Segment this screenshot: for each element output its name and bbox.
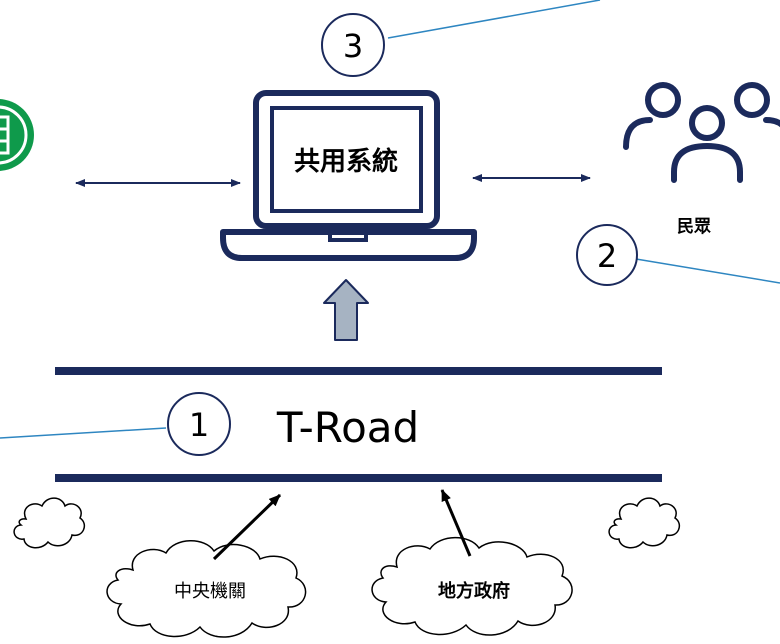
central-to-road-arrow (212, 493, 282, 561)
central-agency-label: 中央機關 (174, 581, 246, 602)
cloud-icon (13, 497, 86, 549)
marker-2: 2 (576, 224, 638, 286)
road-label: T-Road (276, 403, 419, 452)
local-government-label: 地方政府 (438, 580, 510, 602)
leader-line-1 (0, 427, 167, 439)
marker-3-label: 3 (343, 27, 363, 65)
people-icon (623, 82, 780, 183)
leader-line-2 (635, 258, 780, 284)
cloud-icon (608, 497, 681, 549)
local-government-cloud (371, 536, 573, 636)
local-to-road-arrow (440, 489, 472, 557)
marker-2-label: 2 (597, 237, 617, 275)
central-agency-cloud (106, 540, 307, 638)
leader-line-3 (387, 0, 601, 39)
marker-1: 1 (167, 392, 231, 456)
logo-icon (0, 99, 34, 171)
laptop-icon (220, 90, 477, 261)
marker-1-label: 1 (189, 406, 209, 444)
up-arrow-icon (323, 279, 369, 341)
marker-3: 3 (321, 13, 385, 77)
laptop-label: 共用系統 (294, 146, 398, 177)
people-label: 民眾 (677, 217, 711, 237)
